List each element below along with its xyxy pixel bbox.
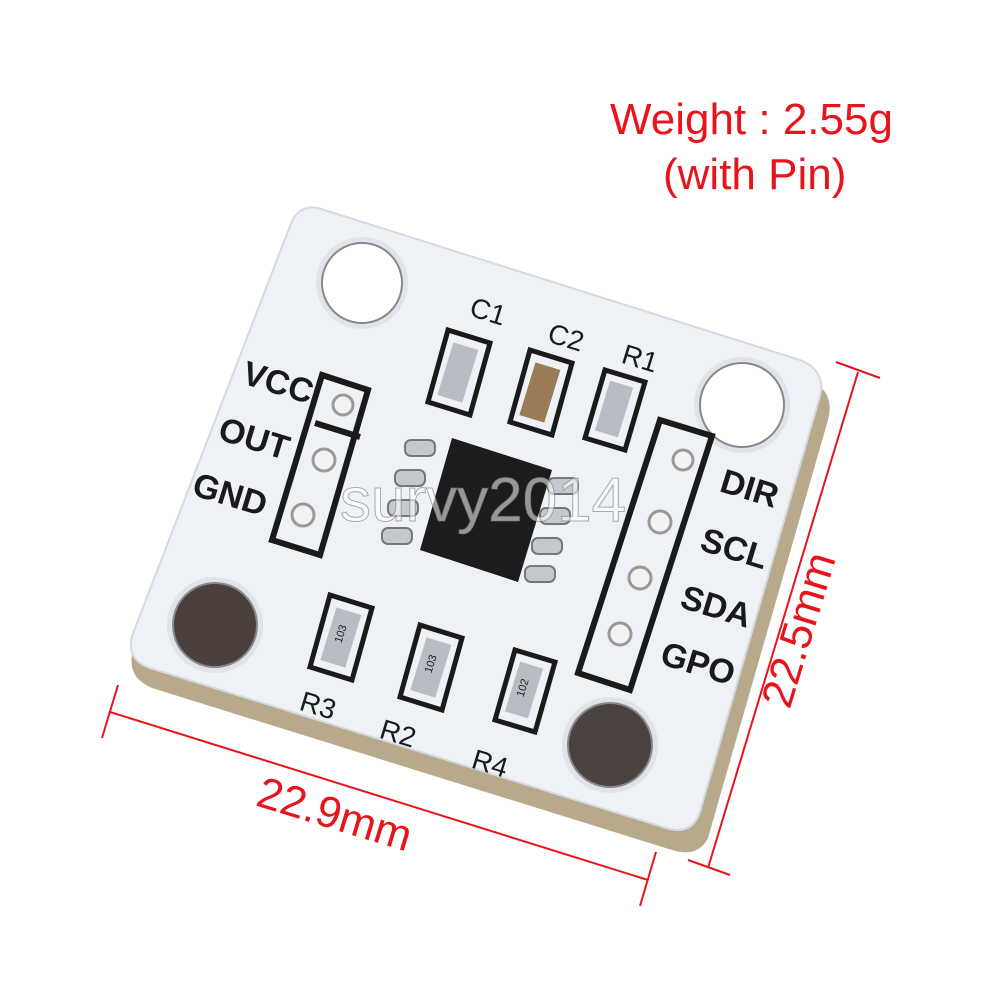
left-header xyxy=(268,371,372,559)
right-header xyxy=(574,416,716,694)
watermark: survy2014 xyxy=(339,466,627,536)
ic-chip xyxy=(381,438,579,583)
with-pin-label: (with Pin) xyxy=(663,150,847,199)
mounting-holes xyxy=(167,237,790,793)
weight-label: Weight : 2.55g xyxy=(610,95,893,144)
passive-components xyxy=(306,326,649,736)
